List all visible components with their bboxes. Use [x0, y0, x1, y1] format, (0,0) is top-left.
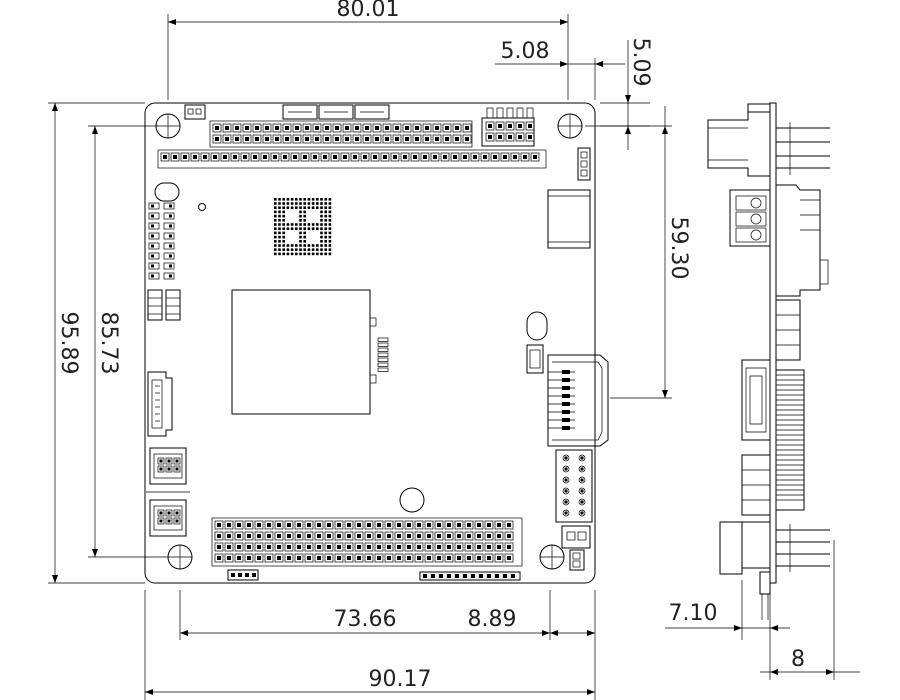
- dim-bottom-right-offset: 8.89: [468, 607, 517, 632]
- dim-overall-width: 90.17: [369, 667, 432, 692]
- smd-column-cpu: [377, 337, 389, 372]
- dim-hole-to-connector: 59.30: [666, 217, 691, 280]
- header-4pin-bottom: [227, 569, 259, 581]
- fan-connector-3: [354, 104, 390, 120]
- header-2pin-bottom-right: [561, 525, 591, 549]
- pin-header-right: [555, 449, 593, 523]
- pin-header-top-right: [481, 107, 535, 147]
- mounting-hole-top-right: [557, 113, 583, 139]
- led-indicator: [198, 203, 206, 211]
- left-vertical-connector: [147, 371, 173, 437]
- fan-connector-2: [318, 104, 354, 120]
- smd-pads-block-left: [147, 289, 181, 321]
- dimension-labels: 80.01 5.08 5.09 59.30 95.89 85.73 73.66 …: [56, 0, 805, 692]
- board-top-view: [144, 102, 609, 584]
- dim-top-right-offset: 5.08: [501, 39, 550, 64]
- pc104-connector-bottom: [211, 517, 523, 567]
- cpu-heatsink: [231, 289, 377, 415]
- dim-side-thickness: 8: [791, 647, 805, 672]
- dim-bottom-hole-spacing: 73.66: [334, 607, 397, 632]
- board-side-view: [707, 102, 830, 620]
- box-header-left-lower: [149, 499, 187, 537]
- switch: [526, 344, 544, 374]
- fan-connector-1: [282, 104, 318, 120]
- oval-slot-top-left: [154, 182, 180, 202]
- dim-hole-spacing-vertical: 85.73: [96, 312, 121, 375]
- header-row-bottom: [419, 571, 521, 581]
- right-edge-connector: [547, 354, 609, 447]
- bga-chip: [274, 198, 332, 256]
- header-2pin-top: [184, 104, 206, 120]
- pc104-connector-top: [157, 120, 547, 169]
- oval-slot-right: [526, 311, 548, 341]
- dim-side-connector-offset: 7.10: [669, 601, 718, 626]
- smd-pads-left: [148, 202, 175, 280]
- box-header-left-upper: [149, 447, 187, 485]
- jumper-3pin-top-right: [577, 147, 591, 181]
- dim-top-width: 80.01: [337, 0, 400, 22]
- mounting-hole-bottom-left: [167, 544, 193, 570]
- dimension-lines: [48, 14, 860, 700]
- mounting-hole-top-left: [155, 113, 181, 139]
- battery-holder: [547, 189, 591, 249]
- mounting-hole-bottom-right: [539, 544, 565, 570]
- header-2pin-vertical-bottom-right: [569, 549, 585, 571]
- dim-right-vertical-offset: 5.09: [628, 38, 653, 87]
- dim-outer-height: 95.89: [56, 312, 81, 375]
- side-terminal-block: [729, 189, 771, 247]
- hole-center: [399, 487, 425, 513]
